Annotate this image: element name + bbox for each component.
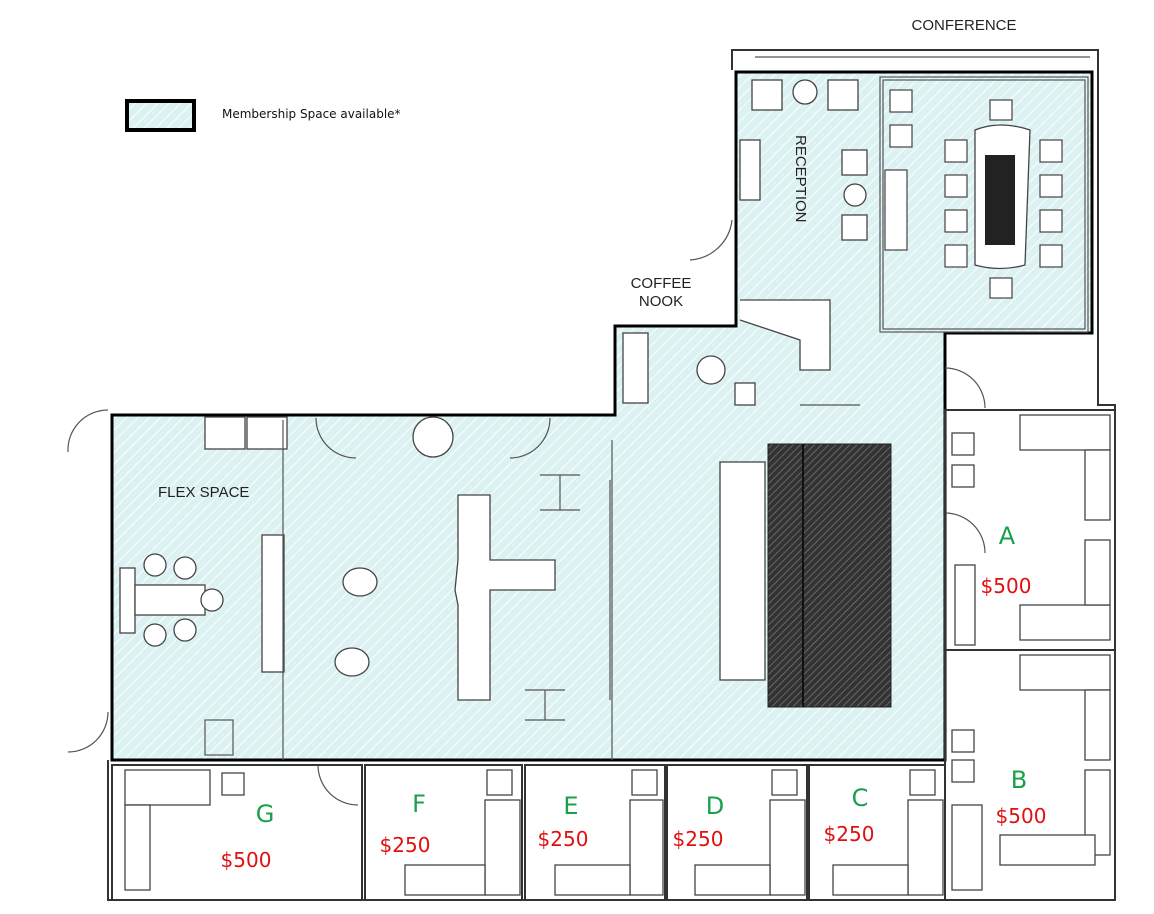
legend-swatch — [125, 99, 196, 132]
office-a-label: A — [999, 522, 1016, 550]
office-f-label: F — [412, 790, 426, 818]
office-d-label: D — [706, 792, 724, 820]
dark-storage-block — [767, 443, 892, 708]
table-center — [985, 155, 1015, 245]
coffee-nook-furniture — [622, 332, 756, 406]
office-e-price: $250 — [538, 827, 589, 851]
flex-space-label: FLEX SPACE — [158, 484, 249, 501]
office-b-price: $500 — [996, 804, 1047, 828]
legend: Membership Space available* — [125, 99, 401, 132]
office-c-price: $250 — [824, 822, 875, 846]
office-e-label: E — [563, 792, 578, 820]
door-swings — [67, 219, 986, 806]
office-g-label: G — [256, 800, 275, 828]
conference-room — [879, 76, 1089, 333]
coffee-nook-label-line1: COFFEE — [631, 275, 692, 292]
office-g-price: $500 — [221, 848, 272, 872]
reception-label: RECEPTION — [792, 135, 809, 223]
flex-space-furniture — [119, 416, 892, 760]
office-c-label: C — [852, 784, 869, 812]
private-offices — [111, 409, 1116, 901]
office-a-price: $500 — [981, 574, 1032, 598]
office-f-price: $250 — [380, 833, 431, 857]
conference-label: CONFERENCE — [911, 17, 1016, 34]
legend-label: Membership Space available* — [222, 107, 401, 121]
reception-furniture — [739, 79, 868, 406]
office-d-price: $250 — [673, 827, 724, 851]
office-b-label: B — [1011, 766, 1027, 794]
coffee-nook-label-line2: NOOK — [639, 293, 683, 310]
